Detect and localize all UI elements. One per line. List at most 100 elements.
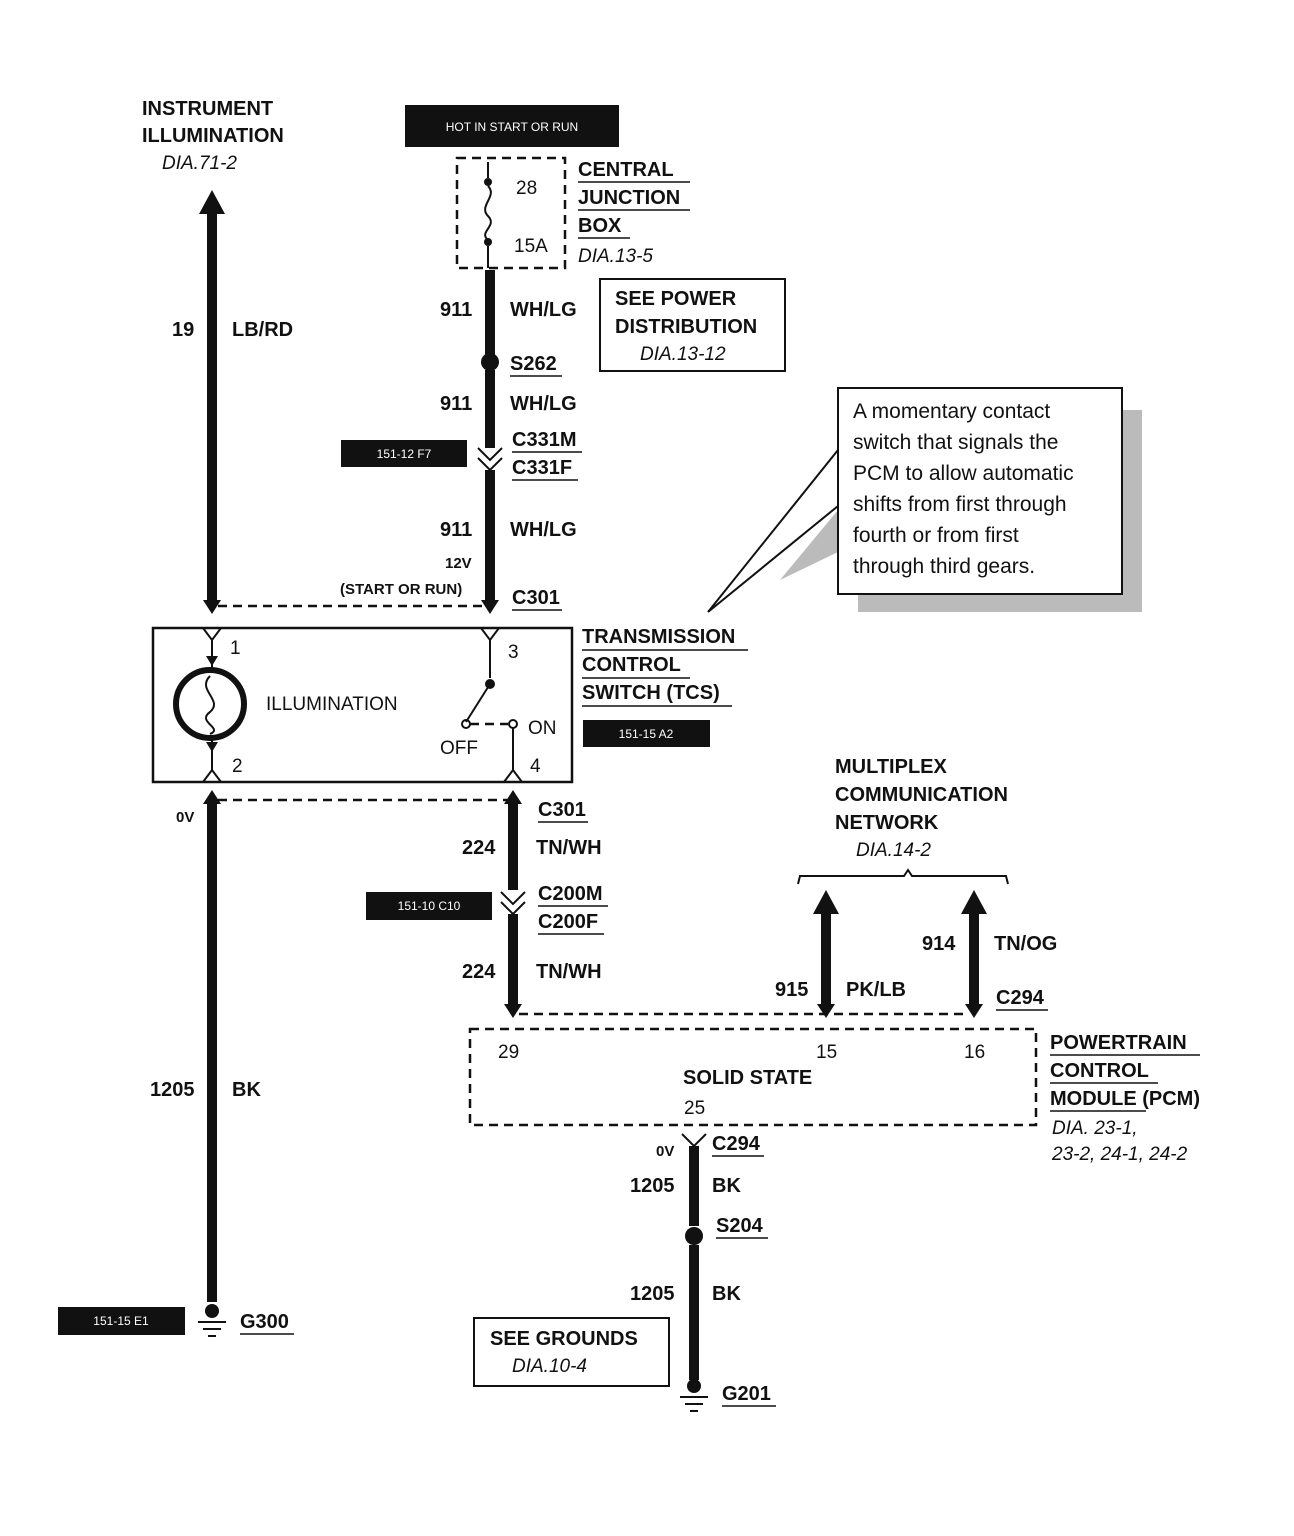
wire-224-a-color: TN/WH (536, 837, 602, 859)
tcs-pin-4: 4 (530, 756, 541, 777)
voltage-12v: 12V (445, 555, 472, 572)
fuse-icon (484, 185, 492, 241)
pcm-pin-25: 25 (684, 1098, 705, 1119)
note-line-1: A momentary contact (853, 400, 1050, 423)
note-line-5: fourth or from first (853, 524, 1019, 547)
connector-c331m: C331M (512, 429, 576, 451)
lamp-arrow-icon-2 (206, 742, 218, 752)
wire-19-number: 19 (172, 319, 194, 341)
multiplex-title-1: MULTIPLEX (835, 756, 948, 778)
connector-c200-male-icon (500, 891, 526, 906)
fuse-terminal-bottom (484, 238, 492, 246)
arrow-down-icon-3 (817, 1004, 835, 1018)
wire-1205-pcm-b-color: BK (712, 1283, 741, 1305)
voltage-0v-left: 0V (176, 809, 194, 826)
wire-914-number: 914 (922, 933, 956, 955)
multiplex-title-3: NETWORK (835, 812, 939, 834)
tcs-pin3-terminal (480, 627, 500, 642)
power-distribution-dia: DIA.13-12 (640, 344, 726, 365)
tcs-title-2: CONTROL (582, 654, 681, 676)
ref-tcs-text: 151-15 A2 (619, 727, 674, 741)
note-pointer-2 (707, 505, 839, 613)
instrument-illumination-title-1: INSTRUMENT (142, 98, 273, 120)
tcs-pin4-terminal (503, 768, 523, 783)
wire-1205-pcm-a-number: 1205 (630, 1175, 675, 1197)
tcs-box (151, 626, 574, 784)
arrow-down-icon-4 (965, 1004, 983, 1018)
note-box (837, 387, 1123, 595)
multiplex-bracket (797, 868, 1009, 885)
arrow-down-icon-2 (504, 1004, 522, 1018)
arrow-down-icon (203, 600, 221, 614)
hot-in-start-or-run-text: HOT IN START OR RUN (446, 120, 578, 134)
wire-19-color: LB/RD (232, 319, 293, 341)
switch-on-label: ON (528, 718, 557, 739)
instrument-illumination-dia: DIA.71-2 (162, 153, 237, 174)
ref-g300-text: 151-15 E1 (93, 1314, 149, 1328)
tcs-title-3: SWITCH (TCS) (582, 682, 720, 704)
pcm-dia-1: DIA. 23-1, (1052, 1118, 1138, 1139)
tcs-pin-3: 3 (508, 642, 519, 663)
switch-on-terminal (508, 719, 518, 729)
tcs-pin-2: 2 (232, 756, 243, 777)
cjb-title-2: JUNCTION (578, 187, 680, 209)
switch-contact-icon (465, 683, 491, 723)
voltage-0v-pcm: 0V (656, 1143, 674, 1160)
see-grounds-dia: DIA.10-4 (512, 1356, 587, 1377)
central-junction-box-outline (455, 156, 567, 270)
ref-c331-text: 151-12 F7 (377, 447, 432, 461)
multiplex-dia: DIA.14-2 (856, 840, 931, 861)
cjb-title-1: CENTRAL (578, 159, 674, 181)
wire-914-color: TN/OG (994, 933, 1057, 955)
note-line-2: switch that signals the (853, 431, 1058, 454)
fuse-number: 28 (516, 178, 537, 199)
see-power-distribution-box (599, 278, 786, 372)
wire-224-b-color: TN/WH (536, 961, 602, 983)
pcm-title-1: POWERTRAIN (1050, 1032, 1187, 1054)
wire-911-a-number: 911 (440, 299, 472, 321)
connector-c200f: C200F (538, 911, 598, 933)
wire-911-b-color: WH/LG (510, 393, 577, 415)
lamp-icon (173, 667, 247, 741)
arrow-up-icon (203, 790, 221, 804)
ground-g201-label: G201 (722, 1383, 771, 1405)
connector-c301-top: C301 (512, 587, 560, 609)
arrow-up-icon-2 (504, 790, 522, 804)
connector-c200m: C200M (538, 883, 602, 905)
pcm-title-2: CONTROL (1050, 1060, 1149, 1082)
wire-1205-pcm-b-number: 1205 (630, 1283, 675, 1305)
multiplex-title-2: COMMUNICATION (835, 784, 1008, 806)
note-line-3: PCM to allow automatic (853, 462, 1074, 485)
ref-c200-text: 151-10 C10 (398, 899, 461, 913)
splice-s204-label: S204 (716, 1215, 764, 1237)
arrow-up-icon (199, 190, 225, 214)
splice-s262 (481, 353, 499, 371)
connector-c301-bottom: C301 (538, 799, 586, 821)
cjb-dia: DIA.13-5 (578, 246, 653, 267)
note-line-6: through third gears. (853, 555, 1035, 578)
pcm-box (468, 1027, 1038, 1127)
lamp-arrow-icon (206, 656, 218, 666)
tcs-pin1-terminal (202, 627, 222, 642)
connector-c331-male-icon (477, 447, 503, 462)
fuse-rating: 15A (514, 236, 548, 257)
wire-915-number: 915 (775, 979, 808, 1001)
arrow-up-icon-3 (813, 890, 839, 914)
power-distribution-title-1: SEE POWER (615, 288, 737, 310)
g300-terminal (205, 1304, 219, 1318)
ref-c200-box (366, 892, 492, 920)
splice-s262-label: S262 (510, 353, 557, 375)
wire-1205-left-color: BK (232, 1079, 261, 1101)
lamp-filament-icon (204, 675, 216, 735)
arrow-down-icon (481, 600, 499, 614)
cjb-title-3: BOX (578, 215, 622, 237)
see-grounds-box (473, 1317, 670, 1387)
wire-1205-pcm-a-color: BK (712, 1175, 741, 1197)
ref-c331-box (341, 440, 467, 467)
note-line-4: shifts from first through (853, 493, 1067, 516)
start-or-run-label: (START OR RUN) (340, 581, 462, 598)
instrument-illumination-title-2: ILLUMINATION (142, 125, 284, 147)
wire-911-c-color: WH/LG (510, 519, 577, 541)
note-pointer (707, 449, 839, 613)
